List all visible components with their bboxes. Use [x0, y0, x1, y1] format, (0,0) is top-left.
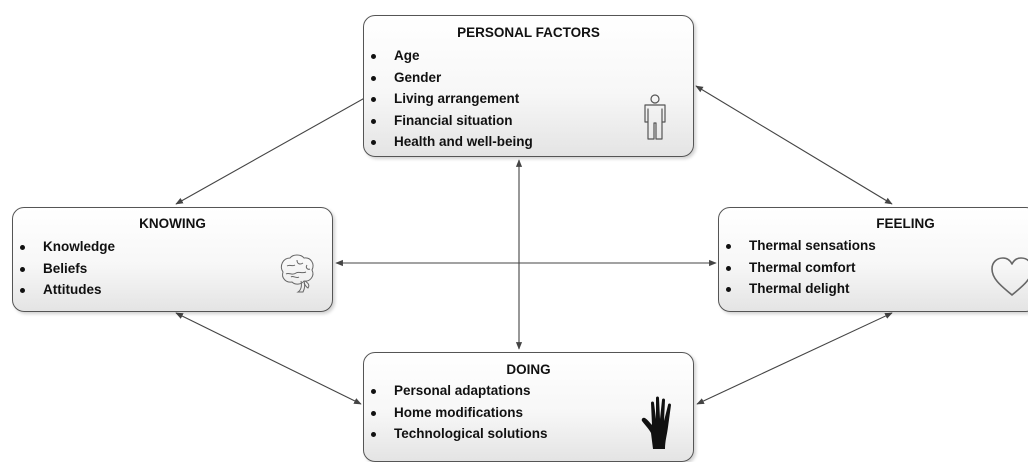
- list-item: Thermal delight: [719, 278, 1028, 300]
- list-item: Attitudes: [13, 279, 332, 301]
- feeling-list: Thermal sensations Thermal comfort Therm…: [719, 235, 1028, 300]
- brain-icon: [280, 254, 314, 293]
- feeling-box: FEELING Thermal sensations Thermal comfo…: [718, 207, 1028, 312]
- arrow-knowing-doing: [175, 312, 362, 405]
- heart-icon: [991, 257, 1028, 296]
- knowing-title: KNOWING: [139, 216, 206, 231]
- doing-list: Personal adaptations Home modifications …: [364, 380, 693, 445]
- list-item: Knowledge: [13, 236, 332, 258]
- connector-layer: [175, 85, 893, 405]
- personal-factors-list: Age Gender Living arrangement Financial …: [364, 45, 693, 153]
- list-item: Thermal comfort: [719, 257, 1028, 279]
- doing-title: DOING: [506, 362, 551, 377]
- personal-factors-title: PERSONAL FACTORS: [457, 25, 600, 40]
- personal-factors-box: PERSONAL FACTORS Age Gender Living arran…: [363, 15, 694, 157]
- doing-box: DOING Personal adaptations Home modifica…: [363, 352, 694, 462]
- list-item: Beliefs: [13, 258, 332, 280]
- arrow-personal-feeling: [695, 85, 893, 205]
- list-item: Financial situation: [364, 110, 693, 132]
- list-item: Personal adaptations: [364, 380, 693, 402]
- arrow-personal-knowing: [175, 85, 387, 205]
- list-item: Home modifications: [364, 402, 693, 424]
- feeling-title: FEELING: [876, 216, 935, 231]
- list-item: Gender: [364, 67, 693, 89]
- list-item: Living arrangement: [364, 88, 693, 110]
- list-item: Health and well-being: [364, 131, 693, 153]
- diagram-canvas: PERSONAL FACTORS Age Gender Living arran…: [12, 15, 1028, 462]
- knowing-list: Knowledge Beliefs Attitudes: [13, 236, 332, 301]
- hand-icon: [641, 396, 671, 449]
- arrow-feeling-doing: [696, 312, 893, 405]
- list-item: Thermal sensations: [719, 235, 1028, 257]
- knowing-box: KNOWING Knowledge Beliefs Attitudes: [12, 207, 333, 312]
- list-item: Age: [364, 45, 693, 67]
- person-icon: [644, 94, 666, 140]
- list-item: Technological solutions: [364, 423, 693, 445]
